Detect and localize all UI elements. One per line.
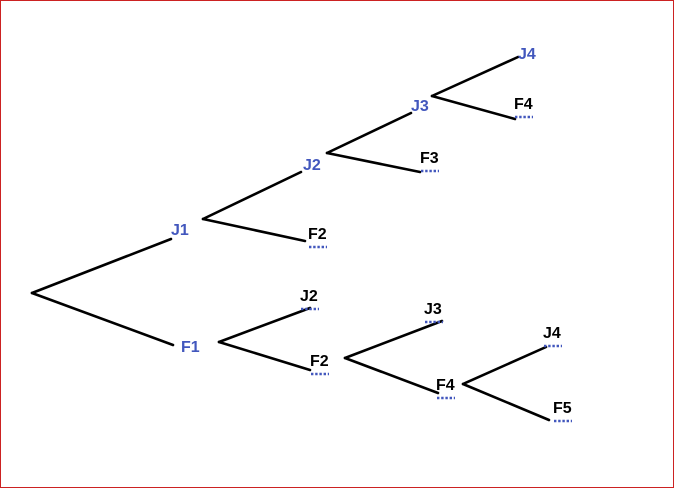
node-label-a-j1: J1 <box>171 222 189 239</box>
node-label-c-f3: F3 <box>420 150 439 167</box>
tree-edge-a_j1-b_j2 <box>201 170 303 221</box>
tree-edge-root-a_j1 <box>30 237 173 295</box>
tree-edge-a_f1-e_j2 <box>217 306 312 344</box>
tree-edge-b_j2-c_j3 <box>325 111 413 155</box>
node-label-d-j4: J4 <box>518 46 536 63</box>
node-label-c-j3: J3 <box>411 98 429 115</box>
tree-edge-c_j3-d_f4 <box>430 94 517 121</box>
node-label-b-j2: J2 <box>303 157 321 174</box>
node-label-d-f4: F4 <box>514 96 533 113</box>
node-label-g-j3: J3 <box>424 301 442 318</box>
tree-edge-a_j1-b_f2 <box>201 217 307 243</box>
tree-edge-e_f2-g_j3 <box>343 319 444 360</box>
node-label-a-f1: F1 <box>181 339 200 356</box>
tree-edge-root-a_f1 <box>30 291 175 347</box>
tree-edge-g_f4-h_f5 <box>461 382 551 422</box>
node-label-b-f2: F2 <box>308 226 327 243</box>
node-label-g-f4: F4 <box>436 377 455 394</box>
tree-edge-a_f1-e_f2 <box>217 340 312 372</box>
tree-edge-g_f4-h_j4 <box>461 345 548 386</box>
tree-edge-c_j3-d_j4 <box>430 55 520 98</box>
node-label-h-f5: F5 <box>553 400 572 417</box>
node-label-e-f2: F2 <box>310 353 329 370</box>
tree-edge-e_f2-g_f4 <box>343 356 440 395</box>
node-label-h-j4: J4 <box>543 325 561 342</box>
node-label-e-j2: J2 <box>300 288 318 305</box>
tree-edge-b_j2-c_f3 <box>325 151 422 174</box>
